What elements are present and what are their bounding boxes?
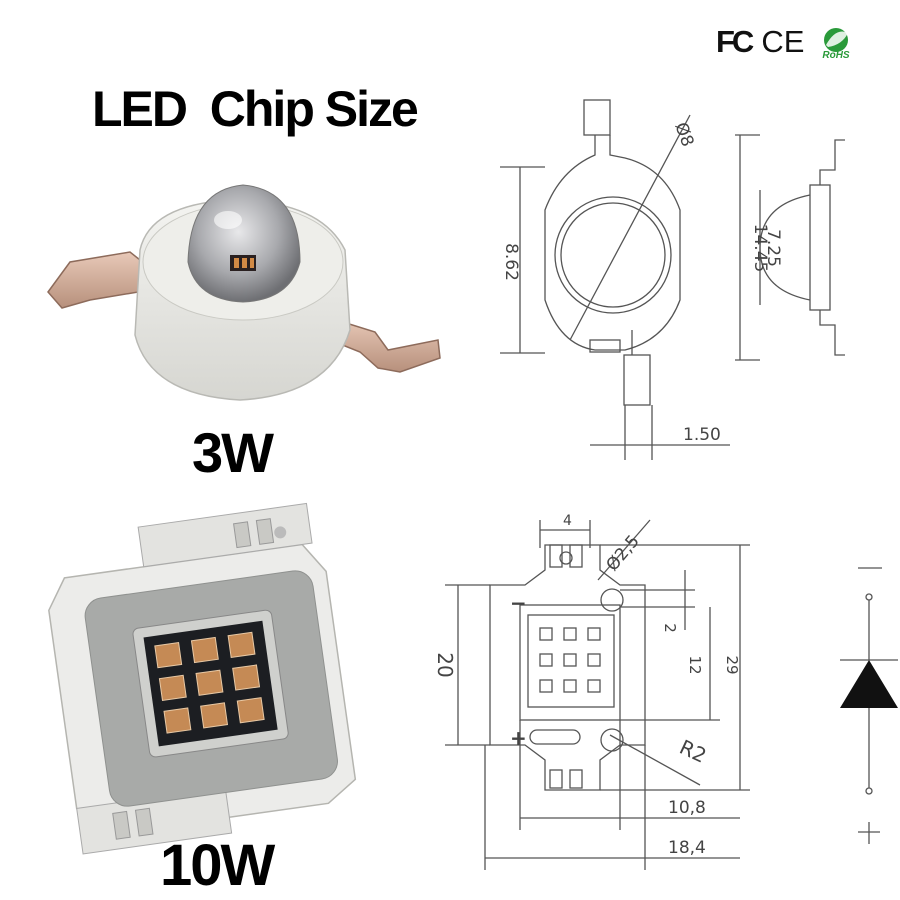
led-die: [200, 702, 229, 729]
dim-10w-die-height: 12: [686, 655, 704, 674]
led-die: [232, 664, 261, 691]
page-title: LED Chip Size: [92, 81, 419, 137]
label-10w: 10W: [160, 833, 275, 898]
dim-3w-pin-width: 1.50: [683, 425, 721, 445]
die-outline: [587, 679, 601, 693]
dim-3w-side-height: 14.45: [750, 224, 770, 273]
die-outline: [539, 653, 553, 667]
led-die: [190, 636, 219, 664]
led-die: [163, 707, 192, 734]
die-outline: [563, 653, 577, 667]
certification-logos: FC CE RoHS: [716, 22, 860, 62]
plus-terminal-label: +: [510, 726, 527, 750]
fc-logo: FC: [716, 24, 754, 59]
led-die: [195, 669, 224, 696]
dim-10w-height: 20: [433, 652, 457, 677]
die-outline: [539, 627, 553, 641]
die-outline: [563, 679, 577, 693]
die-outline: [539, 679, 553, 693]
diode-triangle: [840, 660, 898, 708]
dim-3w-height: 8.62: [501, 243, 521, 281]
label-3w: 3W: [192, 421, 274, 484]
dim-10w-total-height: 29: [723, 655, 741, 674]
ce-logo: CE: [761, 24, 805, 59]
led-die: [227, 631, 256, 659]
minus-terminal-label: −: [510, 591, 527, 615]
led-die: [158, 674, 187, 701]
dim-10w-pad-height: 2: [661, 623, 679, 633]
die-outline: [587, 653, 601, 667]
die-outline: [563, 627, 577, 641]
dim-10w-total-width: 18,4: [668, 838, 706, 858]
led-die: [154, 642, 183, 669]
dim-3w-lens-height: 7.25: [763, 229, 783, 267]
svg-text:RoHS: RoHS: [823, 50, 851, 59]
rohs-logo: RoHS: [823, 28, 851, 59]
dim-10w-inner-width: 10,8: [668, 798, 706, 818]
led-die: [236, 697, 265, 724]
dim-10w-pin-spacing: 4: [563, 513, 572, 529]
die-outline: [587, 627, 601, 641]
